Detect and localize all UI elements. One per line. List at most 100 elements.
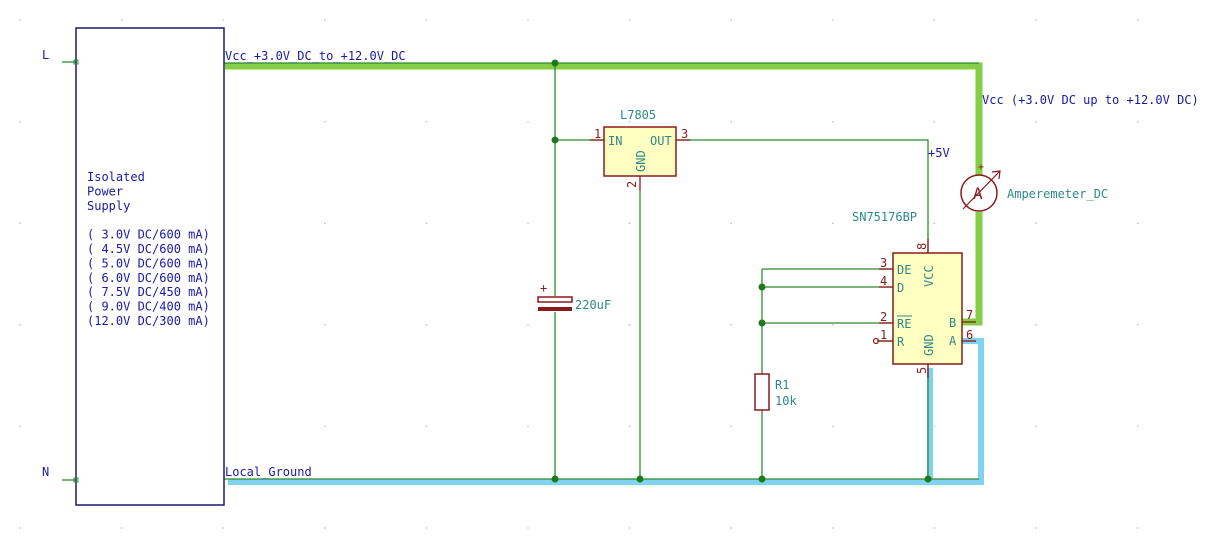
capacitor[interactable]: + 220uF bbox=[537, 281, 611, 312]
grid-dot bbox=[933, 19, 936, 21]
ammeter-name: Amperemeter_DC bbox=[1007, 187, 1108, 201]
junction bbox=[636, 475, 644, 483]
pin-number-de: 3 bbox=[880, 256, 887, 270]
grid-dot bbox=[831, 222, 834, 225]
power-supply-line: Supply bbox=[87, 199, 130, 213]
resistor[interactable]: R1 10k bbox=[754, 373, 797, 411]
grid-dot bbox=[628, 527, 631, 529]
regulator-pin-out-number: 3 bbox=[681, 127, 688, 141]
grid-dot bbox=[1136, 527, 1139, 529]
pin-label-de: DE bbox=[897, 263, 911, 277]
power-supply-line: ( 3.0V DC/600 mA) bbox=[87, 228, 210, 242]
grid-dot bbox=[730, 19, 733, 21]
grid-dot bbox=[19, 425, 21, 428]
resistor-body[interactable] bbox=[754, 373, 770, 411]
power-supply-line: ( 7.5V DC/450 mA) bbox=[87, 285, 210, 299]
pin-label-r: R bbox=[897, 335, 905, 349]
grid-dot bbox=[1035, 323, 1037, 326]
grid-dot bbox=[527, 527, 529, 529]
junction bbox=[551, 136, 559, 144]
resistor-ref: R1 bbox=[775, 378, 789, 392]
vcc-bus-top bbox=[225, 62, 983, 200]
ammeter-polarity: + bbox=[978, 162, 984, 173]
grid-dot bbox=[527, 120, 529, 123]
power-supply-line: Isolated bbox=[87, 170, 145, 184]
power-supply-body[interactable] bbox=[75, 27, 225, 506]
grid-dot bbox=[730, 527, 733, 529]
pin-n-marker bbox=[73, 477, 79, 483]
capacitor-polarity-label: + bbox=[540, 281, 547, 295]
grid-dot bbox=[1035, 19, 1037, 21]
grid-dot bbox=[933, 120, 936, 123]
regulator-pin-in-number: 1 bbox=[594, 127, 601, 141]
grid-dot bbox=[831, 19, 834, 21]
grid-dot bbox=[1136, 120, 1139, 123]
grid-dot bbox=[1136, 425, 1139, 428]
grid-dot bbox=[831, 323, 834, 326]
ammeter-symbol: A bbox=[973, 184, 983, 203]
grid-dot bbox=[19, 120, 21, 123]
grid-dot bbox=[628, 425, 631, 428]
net-label-vcc-top: Vcc_+3.0V_DC_to_+12.0V_DC bbox=[225, 49, 406, 63]
ammeter-arrow-icon bbox=[962, 170, 1001, 210]
regulator-pin-in-label: IN bbox=[608, 134, 622, 148]
regulator[interactable]: L7805 IN OUT GND 1 3 2 bbox=[590, 108, 690, 190]
grid-dot bbox=[323, 222, 326, 225]
grid-dot bbox=[730, 323, 733, 326]
regulator-pin-gnd-number: 2 bbox=[625, 181, 639, 188]
grid-dot bbox=[425, 425, 428, 428]
capacitor-plate-positive bbox=[537, 296, 573, 303]
power-supply-line: ( 4.5V DC/600 mA) bbox=[87, 242, 210, 256]
grid-dot bbox=[425, 323, 428, 326]
grid-dot bbox=[323, 425, 326, 428]
vcc-bus-highlight bbox=[225, 62, 983, 326]
transceiver-body[interactable] bbox=[892, 252, 963, 365]
grid-dot bbox=[323, 19, 326, 21]
junction bbox=[758, 283, 766, 291]
grid-dot bbox=[933, 425, 936, 428]
pin-label-re: RE bbox=[897, 317, 911, 331]
power-supply-line: (12.0V DC/300 mA) bbox=[87, 314, 210, 328]
grid-dot bbox=[19, 19, 21, 21]
pin-l-marker bbox=[73, 59, 79, 65]
wires bbox=[62, 61, 979, 481]
regulator-body[interactable] bbox=[603, 126, 677, 177]
power-supply-line: ( 9.0V DC/400 mA) bbox=[87, 300, 210, 314]
junction bbox=[551, 475, 559, 483]
grid-dot bbox=[120, 19, 123, 21]
grid-dot bbox=[425, 19, 428, 21]
junctions bbox=[551, 59, 932, 483]
grid-dot bbox=[628, 19, 631, 21]
net-label-plus5: +5V bbox=[928, 146, 950, 160]
capacitor-plate-negative bbox=[538, 307, 572, 311]
ground-bus-bottom bbox=[228, 338, 984, 485]
regulator-pin-gnd-label: GND bbox=[634, 150, 648, 172]
grid-dot bbox=[730, 120, 733, 123]
pin-number-a: 6 bbox=[966, 328, 973, 342]
grid-dot bbox=[425, 527, 428, 529]
resistor-value: 10k bbox=[775, 394, 797, 408]
transceiver-name: SN75176BP bbox=[852, 210, 917, 224]
ground-bus-highlight bbox=[228, 338, 984, 485]
grid-dot bbox=[628, 222, 631, 225]
capacitor-value-label: 220uF bbox=[575, 298, 611, 312]
ammeter[interactable]: A + Amperemeter_DC bbox=[960, 162, 1108, 212]
junction bbox=[551, 59, 559, 67]
ammeter-arrow-head bbox=[991, 170, 1001, 180]
grid-dot bbox=[628, 323, 631, 326]
transceiver-pins bbox=[879, 239, 976, 378]
transceiver[interactable]: SN75176BP 3 4 2 1 7 6 8 5 DE D RE R B A … bbox=[852, 210, 976, 378]
grid-dot bbox=[323, 527, 326, 529]
grid-dot bbox=[323, 323, 326, 326]
grid-dot bbox=[527, 222, 529, 225]
grid-dot bbox=[730, 425, 733, 428]
regulator-name: L7805 bbox=[620, 108, 656, 122]
grid-dot bbox=[933, 527, 936, 529]
junction bbox=[758, 319, 766, 327]
grid-dot bbox=[323, 120, 326, 123]
no-connect-marker-icon bbox=[872, 337, 880, 345]
grid-dot bbox=[19, 222, 21, 225]
